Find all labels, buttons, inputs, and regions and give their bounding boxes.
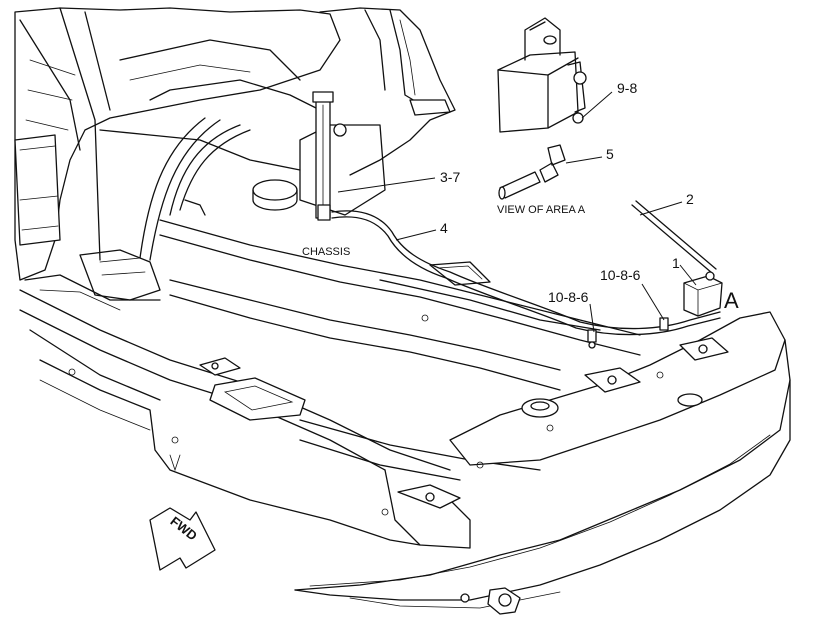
fwd-arrow-icon: FWD — [149, 507, 216, 571]
callout-1: 1 — [672, 255, 680, 271]
callout-5: 5 — [606, 146, 614, 162]
cab-structure — [14, 7, 341, 311]
callout-10-8-6-upper: 10-8-6 — [600, 267, 641, 283]
callout-3-7: 3-7 — [440, 169, 460, 185]
component-1 — [631, 200, 723, 317]
view-of-area-caption: VIEW OF AREA A — [497, 204, 586, 216]
callout-2: 2 — [686, 191, 694, 207]
leader-lines — [337, 91, 697, 333]
callout-4: 4 — [440, 220, 448, 236]
hydraulic-hoses — [139, 117, 251, 261]
area-a-marker: A — [724, 288, 739, 313]
callout-10-8-6-lower: 10-8-6 — [548, 289, 589, 305]
callout-9-8: 9-8 — [617, 80, 637, 96]
chassis-frame — [19, 219, 791, 615]
view-of-area-a-inset — [497, 17, 587, 200]
chassis-label: CHASSIS — [302, 246, 350, 258]
harness-tube-4 — [331, 210, 721, 349]
cylinder-3-7 — [312, 91, 347, 221]
operator-platform — [252, 7, 456, 216]
